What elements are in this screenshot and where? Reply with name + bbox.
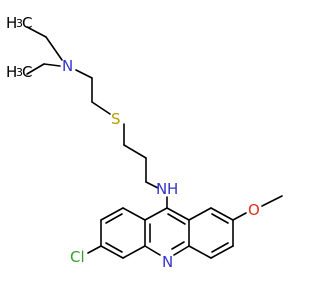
bond-ethyl1-ch3 bbox=[26, 26, 47, 38]
bond-l5 bbox=[122, 245, 146, 259]
bond-n-ch2 bbox=[75, 69, 93, 79]
molecule-structure: H 3 C H 3 C N S N H O Cl N bbox=[6, 14, 283, 271]
acridine-ring-bonds bbox=[87, 195, 283, 259]
molecule-svg: H 3 C H 3 C N S N H O Cl N bbox=[6, 14, 283, 271]
bond-l4 bbox=[100, 245, 124, 259]
oxygen-label: O bbox=[248, 201, 260, 219]
chlorine-label: Cl bbox=[70, 248, 85, 266]
bond-r4 bbox=[210, 245, 234, 259]
bond-c4a-n10-inner bbox=[171, 241, 185, 250]
bond-r4-inner bbox=[211, 242, 229, 253]
bond-ch2-nh bbox=[145, 181, 159, 189]
sulfur-label: S bbox=[111, 110, 121, 128]
ethyl-top-h-label: H bbox=[6, 14, 17, 32]
ethyl-bottom-c-label: C bbox=[22, 63, 32, 81]
bond-ethyl1-ch2 bbox=[45, 36, 63, 61]
ethyl-top-c-label: C bbox=[22, 14, 32, 32]
bond-o-ch3 bbox=[261, 195, 283, 207]
bond-c9-c9a-inner bbox=[167, 213, 186, 225]
atom-labels: H 3 C H 3 C N S N H O Cl N bbox=[6, 14, 260, 271]
bond-r1 bbox=[188, 207, 212, 221]
ethyl-bottom-h-label: H bbox=[6, 63, 17, 81]
bond-c8a-c9 bbox=[144, 207, 168, 221]
bond-r2-inner bbox=[211, 213, 229, 224]
bond-l2-inner bbox=[105, 213, 123, 224]
amine-nitrogen-label: N bbox=[62, 57, 73, 75]
ethyl-top-sub-label: 3 bbox=[16, 17, 23, 30]
bond-l2 bbox=[100, 207, 124, 221]
bond-l4-inner bbox=[105, 242, 123, 253]
bond-r2 bbox=[210, 207, 234, 221]
bond-ring-o bbox=[232, 212, 247, 221]
nh-nitrogen-label: N bbox=[156, 180, 167, 198]
bond-r5 bbox=[188, 245, 212, 259]
bond-ch2-ch2-b bbox=[123, 144, 147, 159]
bond-l1 bbox=[122, 207, 146, 221]
bond-n10-c10a bbox=[144, 245, 161, 256]
ethyl-bottom-sub-label: 3 bbox=[16, 66, 23, 79]
bond-ethyl2-ch2 bbox=[43, 63, 61, 67]
bond-ch2-s bbox=[91, 101, 111, 115]
nh-hydrogen-label: H bbox=[167, 180, 178, 198]
bond-c4a-n10 bbox=[173, 245, 190, 256]
ring-nitrogen-label: N bbox=[162, 253, 173, 271]
bond-c9-c9a bbox=[166, 207, 190, 221]
bond-ring-cl bbox=[87, 245, 102, 254]
side-chain-bonds bbox=[26, 26, 168, 209]
bond-ethyl2-ch3 bbox=[26, 63, 45, 75]
